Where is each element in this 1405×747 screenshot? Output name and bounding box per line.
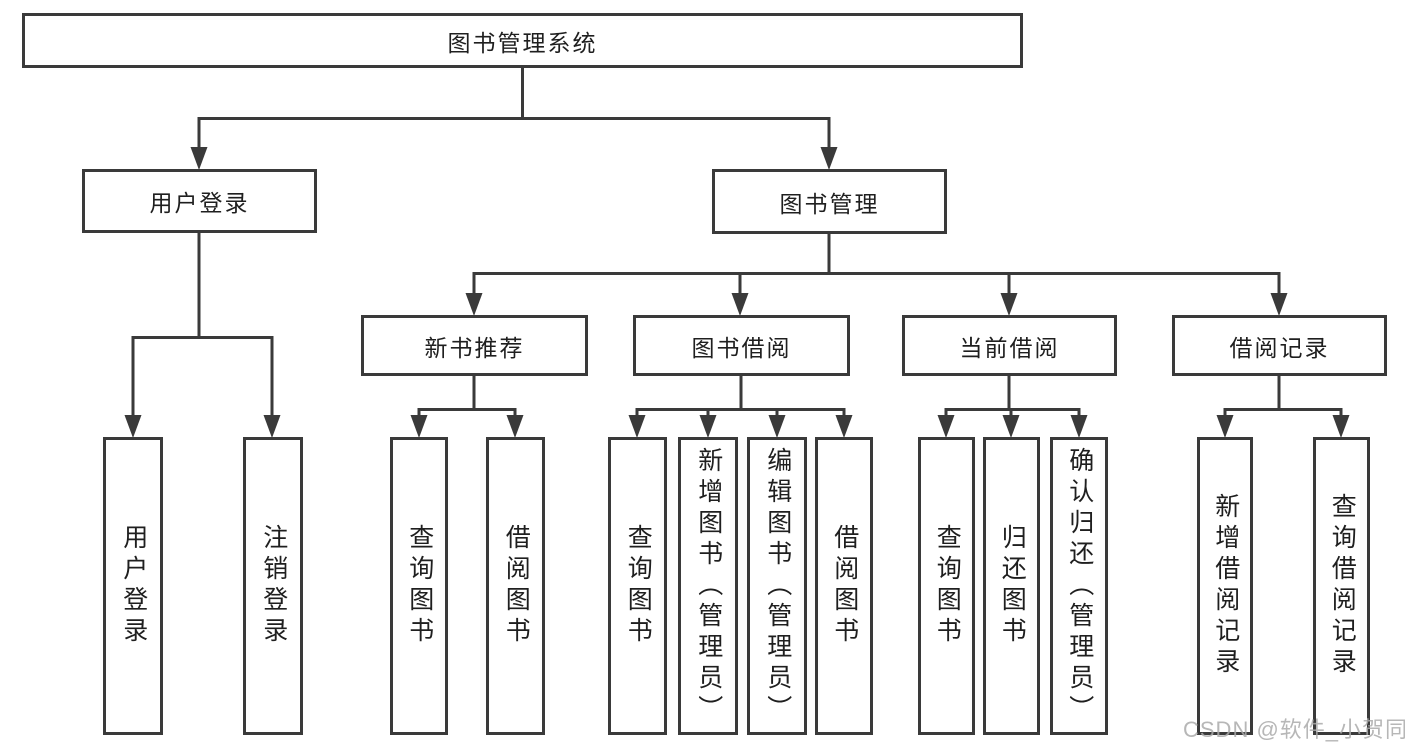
arrowhead <box>731 293 749 316</box>
connector-book-borrow <box>635 376 846 416</box>
leaf-bb-edit-books-admin: 编辑图书（管理员） <box>747 437 807 735</box>
leaf-bb-query-books: 查询图书 <box>608 437 667 735</box>
arrowhead <box>835 415 853 438</box>
arrowhead <box>628 415 646 438</box>
leaf-cb-confirm-return-admin: 确认归还（管理员） <box>1050 437 1108 735</box>
arrowhead <box>1002 415 1020 438</box>
arrowhead <box>937 415 955 438</box>
connector-user-login <box>131 233 274 416</box>
arrowhead <box>820 147 838 170</box>
arrowhead <box>768 415 786 438</box>
connector-book-management <box>472 234 1281 295</box>
arrowhead <box>410 415 428 438</box>
arrowhead <box>1216 415 1234 438</box>
arrowhead <box>1070 415 1088 438</box>
arrowhead <box>1332 415 1350 438</box>
leaf-cb-query-books: 查询图书 <box>918 437 975 735</box>
leaf-br-add-record: 新增借阅记录 <box>1197 437 1253 735</box>
node-current-borrow: 当前借阅 <box>902 315 1117 376</box>
arrowhead <box>699 415 717 438</box>
node-book-management: 图书管理 <box>712 169 947 234</box>
node-user-login: 用户登录 <box>82 169 317 233</box>
csdn-watermark: CSDN @软件_小贺同学 <box>1183 717 1405 742</box>
leaf-user-login: 用户登录 <box>103 437 163 735</box>
arrowhead <box>506 415 524 438</box>
leaf-cb-return-books: 归还图书 <box>983 437 1040 735</box>
arrowhead <box>1000 293 1018 316</box>
leaf-nb-borrow-books: 借阅图书 <box>486 437 545 735</box>
leaf-bb-add-books-admin: 新增图书（管理员） <box>678 437 738 735</box>
connector-root <box>197 68 831 150</box>
arrowhead <box>1270 293 1288 316</box>
arrowhead <box>124 415 142 438</box>
leaf-logout: 注销登录 <box>243 437 303 735</box>
connector-borrow-records <box>1223 376 1343 416</box>
connector-current-borrow <box>944 376 1081 416</box>
node-new-book-recommend: 新书推荐 <box>361 315 588 376</box>
connector-new-books <box>417 376 517 416</box>
leaf-nb-query-books: 查询图书 <box>390 437 448 735</box>
arrowhead <box>465 293 483 316</box>
node-borrow-records: 借阅记录 <box>1172 315 1387 376</box>
leaf-bb-borrow-books: 借阅图书 <box>815 437 873 735</box>
node-book-borrow: 图书借阅 <box>633 315 850 376</box>
arrowhead <box>263 415 281 438</box>
arrowhead <box>190 147 208 170</box>
leaf-br-query-record: 查询借阅记录 <box>1313 437 1370 735</box>
node-library-management-system: 图书管理系统 <box>22 13 1023 68</box>
